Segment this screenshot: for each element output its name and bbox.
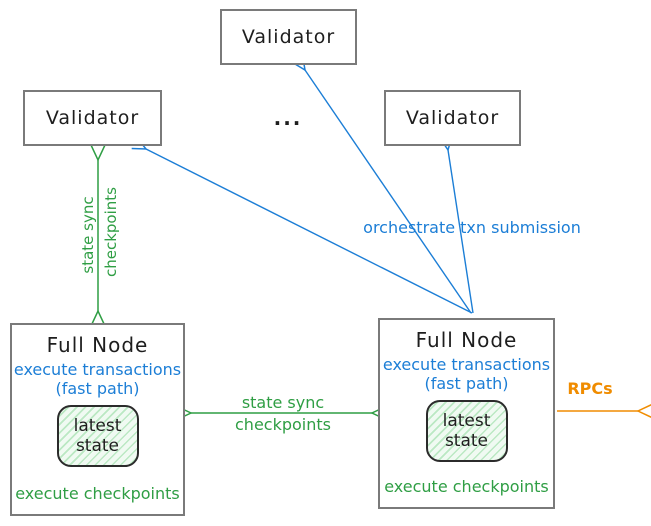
- full-node-right-state-line1: latest: [442, 410, 491, 431]
- full-node-right-state-line2: state: [444, 431, 489, 452]
- full-node-left-title: Full Node: [46, 333, 149, 357]
- full-node-left-fast-path-line1: execute transactions: [13, 360, 182, 379]
- left-sync-label-line2: checkpoints: [102, 187, 120, 277]
- mid-sync-label-line1: state sync: [241, 393, 325, 412]
- full-node-right-fast-path: execute transactions (fast path): [383, 355, 550, 393]
- validators-ellipsis: ...: [273, 106, 303, 130]
- mid-sync-label-line2: checkpoints: [235, 415, 331, 434]
- validator-box-top: Validator: [220, 9, 357, 65]
- validator-left-label: Validator: [45, 107, 140, 129]
- rpcs-label: RPCs: [567, 379, 613, 398]
- validator-top-label: Validator: [241, 26, 336, 48]
- left-sync-label-line1: state sync: [79, 196, 97, 274]
- full-node-left-fast-path: execute transactions (fast path): [14, 360, 181, 398]
- validator-right-label: Validator: [405, 107, 500, 129]
- full-node-left-checkpoints: execute checkpoints: [15, 484, 180, 503]
- orchestrate-label: orchestrate txn submission: [363, 218, 581, 237]
- full-node-right-title: Full Node: [415, 328, 518, 352]
- full-node-left-state-line2: state: [75, 436, 120, 457]
- full-node-left: Full Node execute transactions (fast pat…: [10, 323, 185, 516]
- full-node-right-latest-state-box: latest state: [425, 400, 508, 463]
- full-node-right: Full Node execute transactions (fast pat…: [378, 318, 555, 509]
- validator-box-right: Validator: [384, 90, 521, 146]
- validator-box-left: Validator: [23, 90, 162, 146]
- full-node-left-latest-state-box: latest state: [56, 405, 139, 468]
- full-node-left-state-line1: latest: [73, 415, 122, 436]
- full-node-left-fast-path-line2: (fast path): [55, 379, 140, 399]
- full-node-right-fast-path-line2: (fast path): [424, 374, 509, 394]
- full-node-right-checkpoints: execute checkpoints: [384, 477, 549, 496]
- full-node-right-fast-path-line1: execute transactions: [382, 355, 551, 374]
